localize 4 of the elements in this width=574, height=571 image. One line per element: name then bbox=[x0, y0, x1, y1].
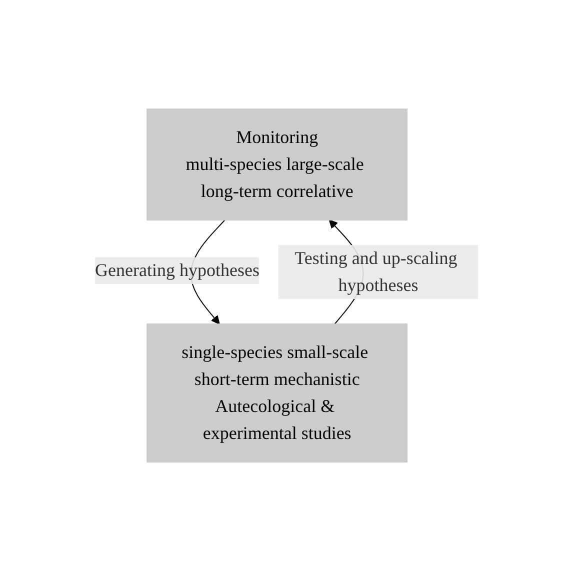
edge-label: Testing and up-scaling hypotheses bbox=[294, 248, 458, 295]
node-box: single-species small-scale short-term mechanistic Autecological & experimental studies bbox=[147, 324, 408, 462]
node-box: Monitoring multi-species large-scale long-term correlative bbox=[147, 108, 408, 220]
edge-label: Generating hypotheses bbox=[95, 260, 260, 280]
